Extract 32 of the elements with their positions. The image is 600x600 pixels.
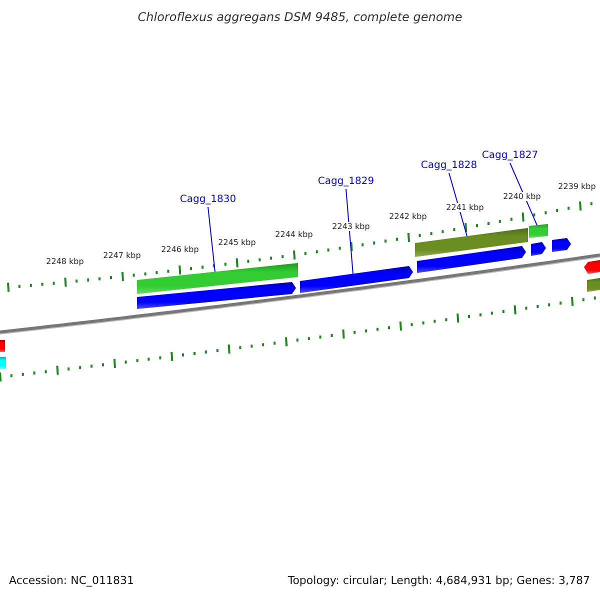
scale-label: 2242 kbp bbox=[388, 212, 428, 222]
gene-label: Cagg_1828 bbox=[420, 160, 478, 171]
scale-label: 2241 kbp bbox=[445, 202, 485, 212]
scale-label: 2244 kbp bbox=[274, 230, 314, 239]
leader-line bbox=[208, 206, 216, 272]
scale-label: 2243 kbp bbox=[331, 222, 371, 231]
gene-feature bbox=[137, 282, 296, 309]
gene-feature bbox=[300, 266, 413, 293]
scale-label: 2240 kbp bbox=[502, 192, 542, 202]
genome-info-text: Topology: circular; Length: 4,684,931 bp; Genes: 3,787 bbox=[288, 574, 590, 587]
gene-label: Cagg_1830 bbox=[180, 194, 236, 205]
gene-feature bbox=[584, 260, 600, 274]
scale-label: 2247 kbp bbox=[102, 251, 142, 260]
gene-label: Cagg_1827 bbox=[482, 150, 538, 161]
leader-line bbox=[510, 162, 538, 226]
leader-line bbox=[346, 188, 354, 274]
accession-text: Accession: NC_011831 bbox=[9, 574, 134, 587]
gene-bar bbox=[415, 228, 528, 257]
gene-feature bbox=[417, 246, 526, 273]
gene-bar bbox=[0, 357, 6, 369]
scale-label: 2245 kbp bbox=[217, 238, 257, 247]
gene-label: Cagg_1829 bbox=[318, 176, 374, 187]
scale-label: 2246 kbp bbox=[160, 244, 200, 254]
scale-label: 2248 kbp bbox=[45, 257, 85, 266]
scale-label: 2239 kbp bbox=[557, 182, 597, 191]
gene-bar bbox=[587, 278, 600, 292]
gene-feature bbox=[552, 238, 571, 252]
gene-bar bbox=[137, 263, 298, 294]
title: Chloroflexus aggregans DSM 9485, complete genome bbox=[138, 10, 462, 24]
gene-bar bbox=[0, 340, 5, 352]
gene-feature bbox=[531, 242, 546, 256]
gene-bar bbox=[529, 224, 548, 238]
